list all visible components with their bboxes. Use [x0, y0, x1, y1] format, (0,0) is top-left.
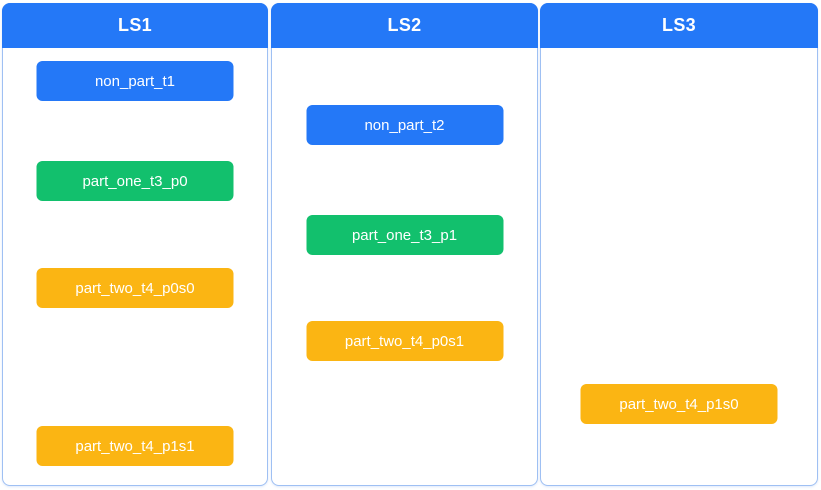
- column-header-ls1: LS1: [2, 3, 268, 48]
- tablet-non-part-t1: non_part_t1: [36, 61, 234, 101]
- tablet-part-two-t4-p0s0: part_two_t4_p0s0: [36, 268, 234, 308]
- column-title: LS1: [118, 15, 152, 35]
- column-title: LS2: [387, 15, 422, 35]
- tablet-non-part-t2: non_part_t2: [306, 105, 503, 145]
- log-stream-column-ls1: LS1 non_part_t1 part_one_t3_p0 part_two_…: [2, 3, 268, 486]
- log-stream-column-ls2: LS2 non_part_t2 part_one_t3_p1 part_two_…: [271, 3, 538, 486]
- tablet-part-two-t4-p1s0: part_two_t4_p1s0: [580, 384, 778, 424]
- tablet-part-two-t4-p1s1: part_two_t4_p1s1: [36, 426, 234, 466]
- tablet-part-two-t4-p0s1: part_two_t4_p0s1: [306, 321, 503, 361]
- tablet-part-one-t3-p0: part_one_t3_p0: [36, 161, 234, 201]
- column-title: LS3: [662, 15, 696, 35]
- log-stream-column-ls3: LS3 part_two_t4_p1s0: [540, 3, 818, 486]
- tablet-part-one-t3-p1: part_one_t3_p1: [306, 215, 503, 255]
- column-header-ls2: LS2: [271, 3, 538, 48]
- column-header-ls3: LS3: [540, 3, 818, 48]
